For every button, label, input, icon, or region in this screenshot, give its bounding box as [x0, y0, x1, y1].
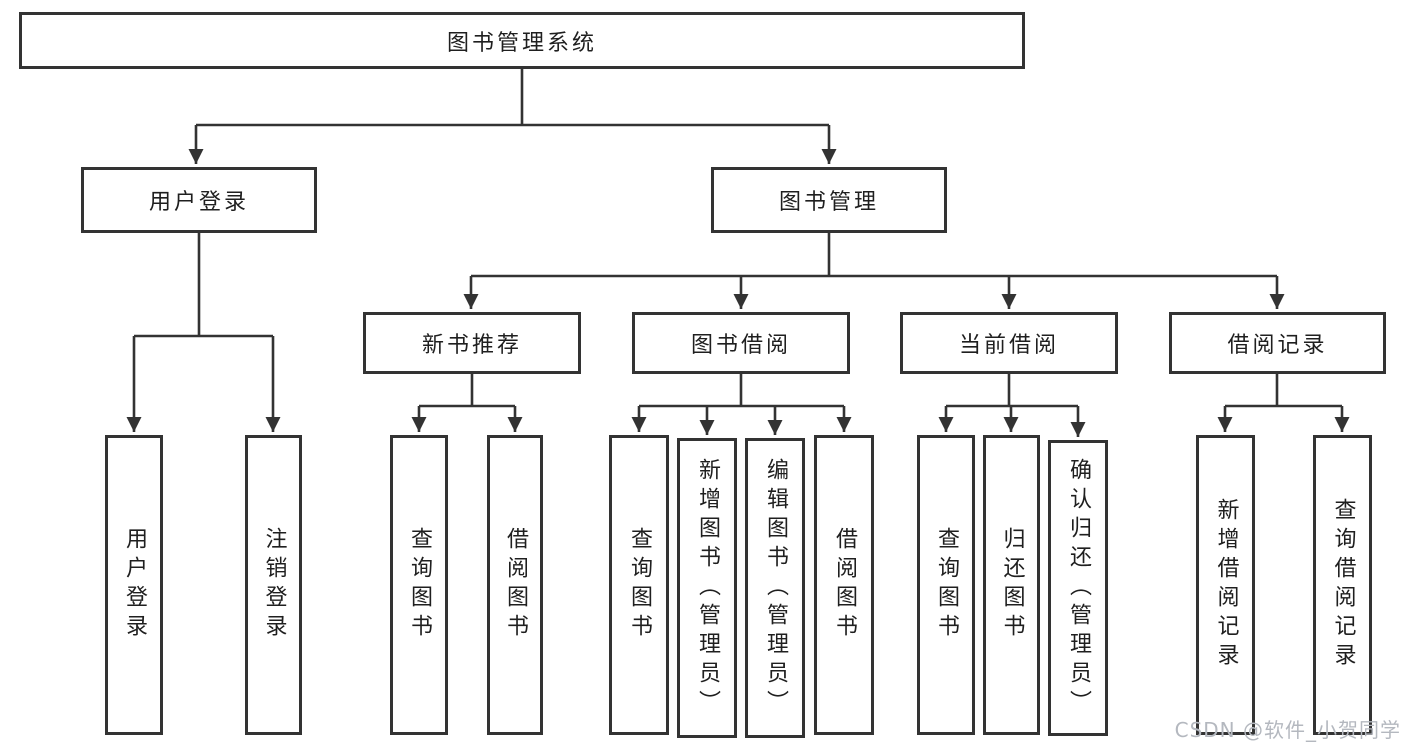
- leaf-current-return-books-label: 归还图书: [999, 527, 1025, 643]
- leaf-current-return-books: 归还图书: [983, 435, 1040, 735]
- leaf-records-add-record: 新增借阅记录: [1196, 435, 1255, 735]
- node-current-borrowing-label: 当前借阅: [958, 333, 1059, 358]
- leaf-borrowing-add-books-admin-label: 新增图书（管理员）: [695, 457, 720, 719]
- leaf-recommend-query-books-label: 查询图书: [407, 527, 432, 643]
- leaf-user-login: 用户登录: [105, 435, 163, 735]
- node-root-label: 图书管理系统: [446, 30, 597, 56]
- leaf-borrowing-borrow-books: 借阅图书: [814, 435, 874, 735]
- wires-user-login-children: [126, 233, 281, 432]
- node-user-login-label: 用户登录: [148, 190, 249, 215]
- leaf-current-confirm-return-admin: 确认归还（管理员）: [1048, 440, 1108, 736]
- csdn-watermark: CSDN @软件_小贺同学: [1174, 718, 1401, 742]
- leaf-current-confirm-return-admin-label: 确认归还（管理员）: [1066, 457, 1091, 719]
- leaf-records-query-record-label: 查询借阅记录: [1330, 498, 1356, 672]
- wires-new-book-recommend-children: [411, 374, 523, 432]
- leaf-user-login-label: 用户登录: [122, 527, 147, 643]
- leaf-borrowing-edit-books-admin: 编辑图书（管理员）: [745, 438, 805, 738]
- wires-book-borrowing-children: [631, 374, 852, 435]
- node-borrowing-records: 借阅记录: [1169, 312, 1386, 374]
- wires-root-to-level2: [188, 69, 837, 164]
- leaf-current-query-books: 查询图书: [917, 435, 975, 735]
- leaf-logout: 注销登录: [245, 435, 302, 735]
- leaf-recommend-borrow-books: 借阅图书: [487, 435, 543, 735]
- node-book-management-label: 图书管理: [778, 190, 879, 215]
- node-borrowing-records-label: 借阅记录: [1227, 333, 1328, 358]
- wires-current-borrowing-children: [938, 374, 1086, 437]
- node-new-book-recommend: 新书推荐: [363, 312, 581, 374]
- node-current-borrowing: 当前借阅: [900, 312, 1118, 374]
- leaf-recommend-query-books: 查询图书: [390, 435, 448, 735]
- leaf-borrowing-borrow-books-label: 借阅图书: [832, 527, 857, 643]
- leaf-borrowing-query-books-label: 查询图书: [627, 527, 652, 643]
- node-user-login: 用户登录: [81, 167, 317, 233]
- leaf-borrowing-add-books-admin: 新增图书（管理员）: [677, 438, 737, 738]
- node-book-management: 图书管理: [711, 167, 947, 233]
- leaf-records-query-record: 查询借阅记录: [1313, 435, 1372, 735]
- leaf-borrowing-query-books: 查询图书: [609, 435, 669, 735]
- leaf-current-query-books-label: 查询图书: [934, 527, 959, 643]
- leaf-borrowing-edit-books-admin-label: 编辑图书（管理员）: [763, 457, 788, 719]
- node-book-borrowing: 图书借阅: [632, 312, 850, 374]
- node-new-book-recommend-label: 新书推荐: [421, 333, 522, 358]
- wires-borrowing-records-children: [1217, 374, 1350, 432]
- wires-book-management-children: [463, 233, 1285, 309]
- leaf-records-add-record-label: 新增借阅记录: [1213, 498, 1239, 672]
- leaf-recommend-borrow-books-label: 借阅图书: [503, 527, 528, 643]
- node-book-borrowing-label: 图书借阅: [690, 333, 791, 358]
- node-root: 图书管理系统: [19, 12, 1025, 69]
- leaf-logout-label: 注销登录: [261, 527, 287, 643]
